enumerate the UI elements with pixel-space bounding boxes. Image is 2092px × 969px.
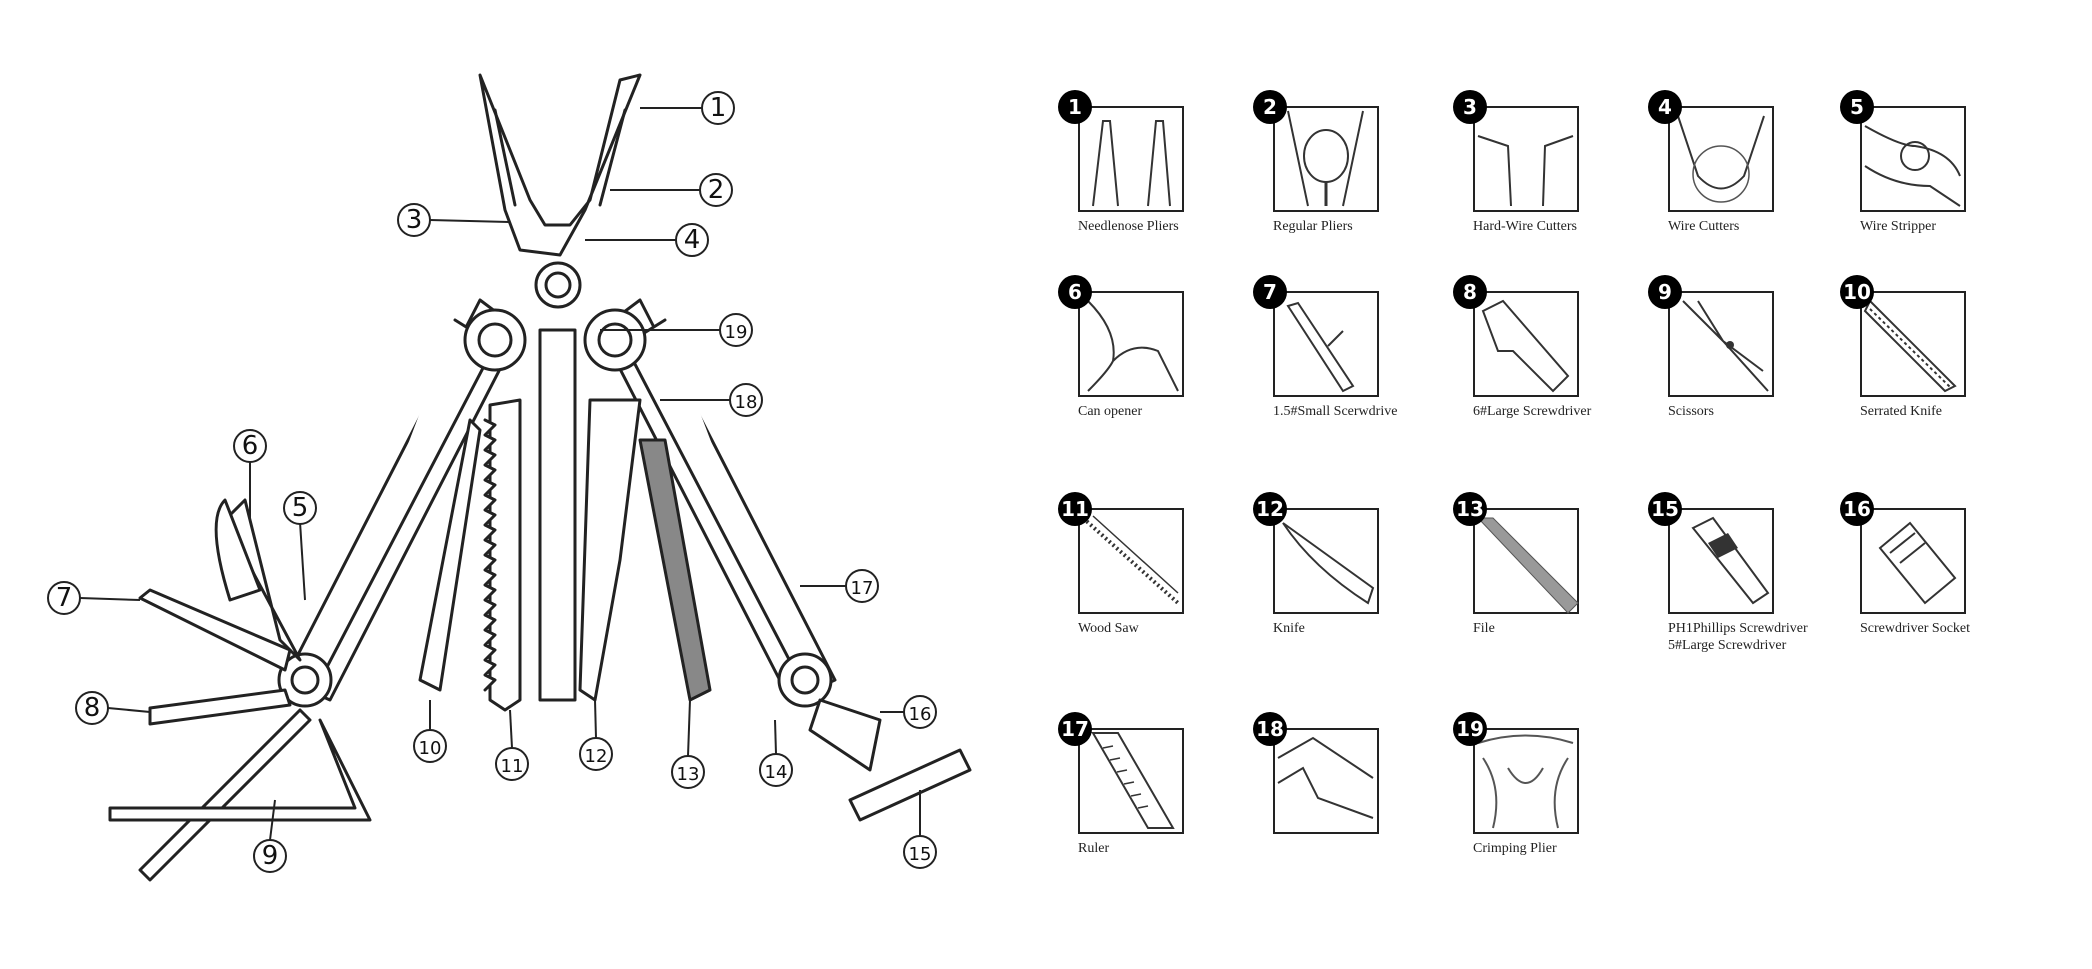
needlenose-pliers-icon <box>1078 106 1184 212</box>
component-label: Regular Pliers <box>1273 219 1353 234</box>
callout-label: 9 <box>262 841 279 871</box>
knife-icon <box>1273 508 1379 614</box>
callout-label: 16 <box>909 704 932 725</box>
callout-label: 3 <box>406 205 423 235</box>
callout-label: 1 <box>710 93 727 123</box>
component-number-badge: 2 <box>1253 90 1287 124</box>
regular-pliers-icon <box>1273 106 1379 212</box>
component-number-badge: 11 <box>1058 492 1092 526</box>
component-number-badge: 10 <box>1840 275 1874 309</box>
component-item: 12 Knife <box>1253 492 1443 662</box>
callout-label: 15 <box>909 844 932 865</box>
multitool-diagram: 1 2 3 4 5 6 7 8 9 10 11 12 13 14 15 16 1… <box>0 0 1040 964</box>
wood-saw-icon <box>1078 508 1184 614</box>
hard-wire-cutters-icon <box>1473 106 1579 212</box>
component-item: 6 Can opener <box>1058 275 1248 445</box>
component-number-badge: 15 <box>1648 492 1682 526</box>
component-number-badge: 9 <box>1648 275 1682 309</box>
component-label: Needlenose Pliers <box>1078 219 1179 234</box>
crimping-plier-icon <box>1473 728 1579 834</box>
callout-label: 5 <box>292 493 309 523</box>
handle-detail-icon <box>1273 728 1379 834</box>
callout-label: 10 <box>419 738 442 759</box>
file-icon <box>1473 508 1579 614</box>
large-screwdriver-icon <box>1473 291 1579 397</box>
small-screwdriver-icon <box>1273 291 1379 397</box>
callout-label: 2 <box>708 175 725 205</box>
component-label: PH1Phillips Screwdriver 5#Large Screwdriv… <box>1668 620 1858 654</box>
component-item: 19 Crimping Plier <box>1453 712 1643 882</box>
component-number-badge: 3 <box>1453 90 1487 124</box>
component-label-line1: PH1Phillips Screwdriver <box>1668 621 1808 636</box>
callout-label: 13 <box>677 764 700 785</box>
wire-stripper-icon <box>1860 106 1966 212</box>
component-item: 17 Ruler <box>1058 712 1248 882</box>
callout-label: 7 <box>56 583 73 613</box>
callout-label: 4 <box>684 225 701 255</box>
component-label: 6#Large Screwdriver <box>1473 404 1592 419</box>
phillips-bit-icon <box>1668 508 1774 614</box>
component-label: Knife <box>1273 621 1305 636</box>
component-label: Ruler <box>1078 841 1110 856</box>
component-label: 1.5#Small Scerwdrive <box>1273 404 1398 419</box>
component-label: Crimping Plier <box>1473 841 1557 856</box>
serrated-knife-icon <box>1860 291 1966 397</box>
component-label: Wire Stripper <box>1860 219 1937 234</box>
callout-label: 17 <box>851 578 874 599</box>
component-label: Can opener <box>1078 404 1143 419</box>
component-number-badge: 17 <box>1058 712 1092 746</box>
component-label: Scissors <box>1668 404 1714 419</box>
component-number-badge: 18 <box>1253 712 1287 746</box>
component-item: 9 Scissors <box>1648 275 1838 445</box>
callout-label: 6 <box>242 431 259 461</box>
component-label: Serrated Knife <box>1860 404 1943 419</box>
screwdriver-socket-icon <box>1860 508 1966 614</box>
callout-label: 19 <box>725 322 748 343</box>
component-grid: 1 Needlenose Pliers 2 Regular Pliers 3 H… <box>1040 0 2092 964</box>
can-opener-icon <box>1078 291 1184 397</box>
callout-label: 8 <box>84 693 101 723</box>
component-item: 4 Wire Cutters <box>1648 90 1838 260</box>
component-label: Screwdriver Socket <box>1860 621 1971 636</box>
component-item: 15 PH1Phillips Screwdriver 5#Large Screwd… <box>1648 492 1838 662</box>
component-label: File <box>1473 621 1495 636</box>
component-item: 11 Wood Saw <box>1058 492 1248 662</box>
component-number-badge: 4 <box>1648 90 1682 124</box>
component-number-badge: 16 <box>1840 492 1874 526</box>
component-item: 7 1.5#Small Scerwdrive <box>1253 275 1443 445</box>
component-number-badge: 13 <box>1453 492 1487 526</box>
component-item: 18 <box>1253 712 1443 882</box>
wire-cutters-icon <box>1668 106 1774 212</box>
component-item: 13 File <box>1453 492 1643 662</box>
callout-label: 12 <box>585 746 608 767</box>
component-number-badge: 19 <box>1453 712 1487 746</box>
component-item: 16 Screwdriver Socket <box>1840 492 2030 662</box>
component-item: 1 Needlenose Pliers <box>1058 90 1248 260</box>
scissors-icon <box>1668 291 1774 397</box>
callout-label: 18 <box>735 392 758 413</box>
callout-label: 14 <box>765 762 788 783</box>
component-label-line2: 5#Large Screwdriver <box>1668 638 1787 653</box>
ruler-icon <box>1078 728 1184 834</box>
component-number-badge: 7 <box>1253 275 1287 309</box>
component-item: 10 Serrated Knife <box>1840 275 2030 445</box>
component-item: 2 Regular Pliers <box>1253 90 1443 260</box>
component-label: Wire Cutters <box>1668 219 1740 234</box>
component-number-badge: 1 <box>1058 90 1092 124</box>
component-number-badge: 12 <box>1253 492 1287 526</box>
component-number-badge: 5 <box>1840 90 1874 124</box>
component-item: 8 6#Large Screwdriver <box>1453 275 1643 445</box>
component-item: 3 Hard-Wire Cutters <box>1453 90 1643 260</box>
component-item: 5 Wire Stripper <box>1840 90 2030 260</box>
callout-label: 11 <box>501 756 524 777</box>
component-label: Wood Saw <box>1078 621 1139 636</box>
component-number-badge: 8 <box>1453 275 1487 309</box>
component-number-badge: 6 <box>1058 275 1092 309</box>
multitool-drawing: 1 2 3 4 5 6 7 8 9 10 11 12 13 14 15 16 1… <box>47 73 972 882</box>
component-label: Hard-Wire Cutters <box>1473 219 1578 234</box>
